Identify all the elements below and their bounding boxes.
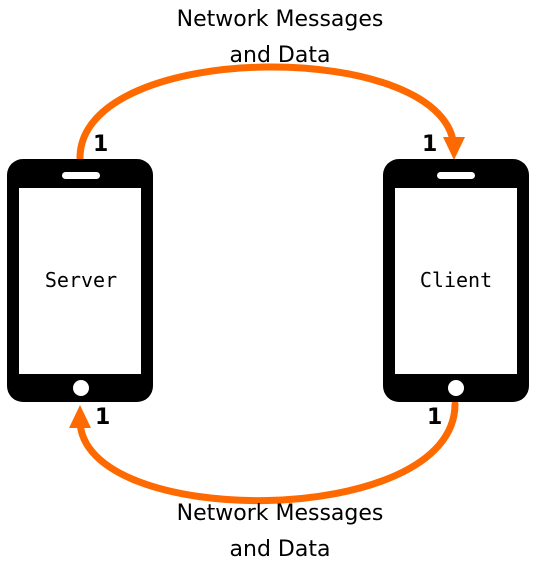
server-home-button [73, 380, 89, 396]
bottom-edge-caption: Network Messages and Data [130, 496, 430, 568]
client-speaker [437, 172, 475, 179]
top-edge-target-multiplicity: 1 [422, 132, 438, 157]
top-arrow [76, 63, 458, 162]
bottom-edge-target-multiplicity: 1 [95, 405, 111, 430]
top-edge-caption-line1: Network Messages [176, 7, 384, 32]
client-label: Client [419, 268, 493, 292]
bottom-edge-caption-line2: and Data [229, 537, 331, 562]
top-edge-caption: Network Messages and Data [130, 2, 430, 74]
client-phone-icon [383, 159, 529, 402]
top-edge-caption-line2: and Data [229, 43, 331, 68]
server-label: Server [44, 268, 118, 292]
client-screen [395, 188, 517, 374]
top-arrow-head-icon [443, 137, 465, 160]
server-phone-icon [7, 159, 153, 402]
client-home-button [448, 380, 464, 396]
top-edge-source-multiplicity: 1 [93, 132, 109, 157]
bottom-edge-source-multiplicity: 1 [427, 405, 443, 430]
bottom-arrow-head-icon [69, 405, 91, 428]
server-speaker [62, 172, 100, 179]
server-screen [19, 188, 141, 374]
bottom-edge-caption-line1: Network Messages [176, 501, 384, 526]
bottom-arrow [76, 400, 459, 505]
